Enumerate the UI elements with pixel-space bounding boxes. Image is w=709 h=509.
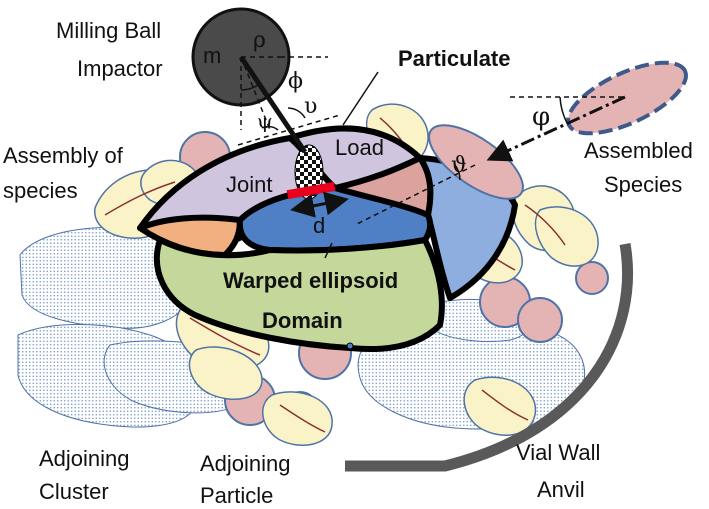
petal-5 [534, 206, 599, 267]
symbol-phi: ϕ [288, 69, 303, 94]
vein-6 [481, 389, 529, 421]
psi-arc [261, 125, 279, 131]
domain-node [346, 342, 354, 350]
vein-4 [189, 317, 261, 356]
d-arrow-right [317, 191, 349, 216]
label-warped-line2: Domain [262, 308, 343, 333]
warped-pointer [324, 242, 333, 259]
d-arrow-left [290, 193, 319, 218]
symbol-upsilon: υ [304, 94, 317, 119]
label-vial-line2: Anvil [537, 477, 585, 502]
theta-arc [454, 164, 461, 181]
impactor-rod [238, 55, 308, 154]
label-adjoining-particle-line2: Particle [200, 483, 273, 508]
assembled-species-ellipse [566, 60, 688, 136]
label-d: d [313, 213, 325, 238]
petal-8 [262, 391, 333, 446]
vial-wall-anvil [345, 243, 634, 472]
label-particulate: Particulate [398, 46, 511, 71]
symbol-rho: ρ [253, 28, 266, 53]
label-vial-line1: Vial Wall [516, 440, 600, 465]
varphi-arc [559, 96, 568, 124]
vein-5 [279, 404, 326, 433]
label-assembly-line1: Assembly of [3, 143, 124, 168]
upsilon-arc [287, 107, 306, 119]
label-milling-ball-line2: Impactor [77, 56, 163, 81]
vein-1 [104, 181, 176, 216]
label-warped-line1: Warped ellipsoid [223, 268, 398, 293]
label-milling-ball-line1: Milling Ball [56, 18, 161, 43]
label-joint: Joint [226, 172, 272, 197]
symbol-varphi: φ [532, 102, 550, 132]
label-load: Load [335, 135, 384, 160]
symbol-theta: ϑ [451, 153, 467, 178]
warped-ellipsoid-domain [153, 237, 445, 353]
label-adjoining-cluster-line1: Adjoining [39, 446, 130, 471]
petal-7 [188, 346, 263, 401]
label-assembled-line1: Assembled [584, 138, 693, 163]
sphere-right-low [517, 297, 563, 343]
d-dimension [290, 191, 349, 218]
sphere-vial [575, 261, 609, 295]
assembly-geometry [354, 95, 626, 226]
particulate [137, 125, 518, 353]
label-assembled-line2: Species [604, 172, 682, 197]
vein-3 [524, 204, 566, 246]
label-mass: m [203, 43, 221, 68]
impact-path-dashed [240, 56, 271, 131]
label-assembly-line2: species [3, 178, 78, 203]
symbol-psi: ψ [257, 109, 273, 133]
label-adjoining-cluster-line2: Cluster [39, 479, 109, 504]
approach-vector-dashed [354, 164, 476, 226]
label-adjoining-particle-line1: Adjoining [200, 451, 291, 476]
particulate-pointer [342, 71, 379, 126]
